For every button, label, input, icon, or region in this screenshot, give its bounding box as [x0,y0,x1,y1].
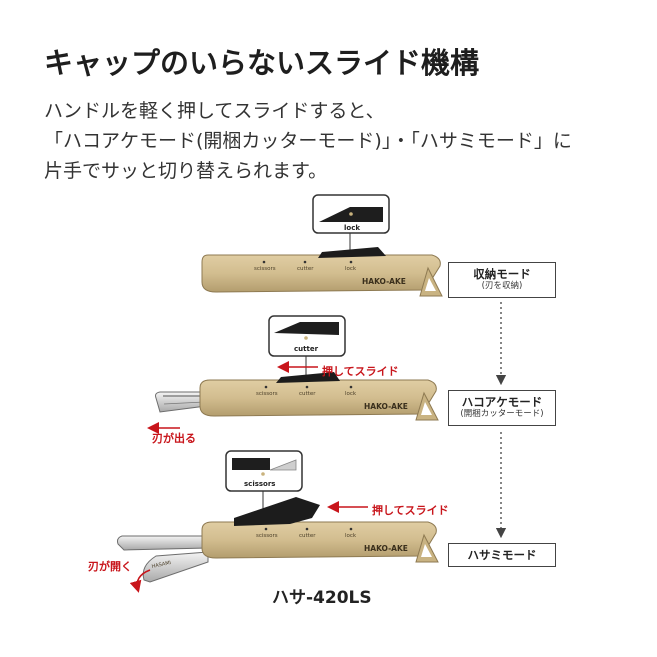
push-slide-label-1: 押してスライド [322,365,399,378]
mode-name: 収納モード [473,267,531,281]
description-line-1: ハンドルを軽く押してスライドすると、 [44,100,385,122]
scissors-upper-blade [117,535,209,551]
mode-name: ハサミモード [467,548,537,562]
mode-box-scissors: ハサミモード [448,543,556,567]
svg-text:lock: lock [345,266,357,272]
svg-text:cutter: cutter [297,266,314,272]
tool-body [201,254,441,293]
svg-text:cutter: cutter [299,533,316,539]
svg-text:HASAMI: HASAMI [151,560,171,570]
svg-text:HAKO-AKE: HAKO-AKE [364,544,408,553]
svg-text:scissors: scissors [256,391,278,397]
svg-text:cutter: cutter [299,391,316,397]
callout-lock-label: lock [344,224,360,232]
blade-open-arrow [129,569,151,593]
description-line-2: 「ハコアケモード(開梱カッターモード)」・「ハサミモード」に [44,130,572,152]
svg-text:lock: lock [345,533,357,539]
tool-scissors-mode: scissors HASAMI scissors cutter lock HAK… [117,450,439,593]
mode-sub: (開梱カッターモード) [460,409,544,419]
brand-logo: HAKO-AKE [362,277,406,286]
push-slide-label-2: 押してスライド [372,504,449,517]
cutter-blade [155,391,207,413]
blade-open-label: 刃が開く [88,560,132,573]
mode-box-cutter: ハコアケモード (開梱カッターモード) [448,390,556,426]
callout-cutter-label: cutter [294,345,319,353]
blade-out-label: 刃が出る [152,432,196,445]
scissors-lower-blade [142,551,209,583]
tool-storage-mode: lock scissors cutter lock HAKO-AKE [201,194,443,297]
mode-sub: (刃を収納) [481,281,523,291]
mode-box-storage: 収納モード (刃を収納) [448,262,556,298]
tool-cutter-mode: cutter scissors cutter lock HAKO-AKE [147,315,439,434]
description-line-3: 片手でサッと切り替えられます。 [44,160,328,182]
raised-slider [234,497,320,526]
model-name: ハサ-420LS [272,588,372,608]
svg-text:HAKO-AKE: HAKO-AKE [364,402,408,411]
svg-text:lock: lock [345,391,357,397]
callout-scissors-label: scissors [244,480,275,488]
slider-button [318,247,386,258]
svg-text:scissors: scissors [254,266,276,272]
page-title: キャップのいらないスライド機構 [44,46,480,80]
svg-text:scissors: scissors [256,533,278,539]
mode-name: ハコアケモード [461,395,543,409]
